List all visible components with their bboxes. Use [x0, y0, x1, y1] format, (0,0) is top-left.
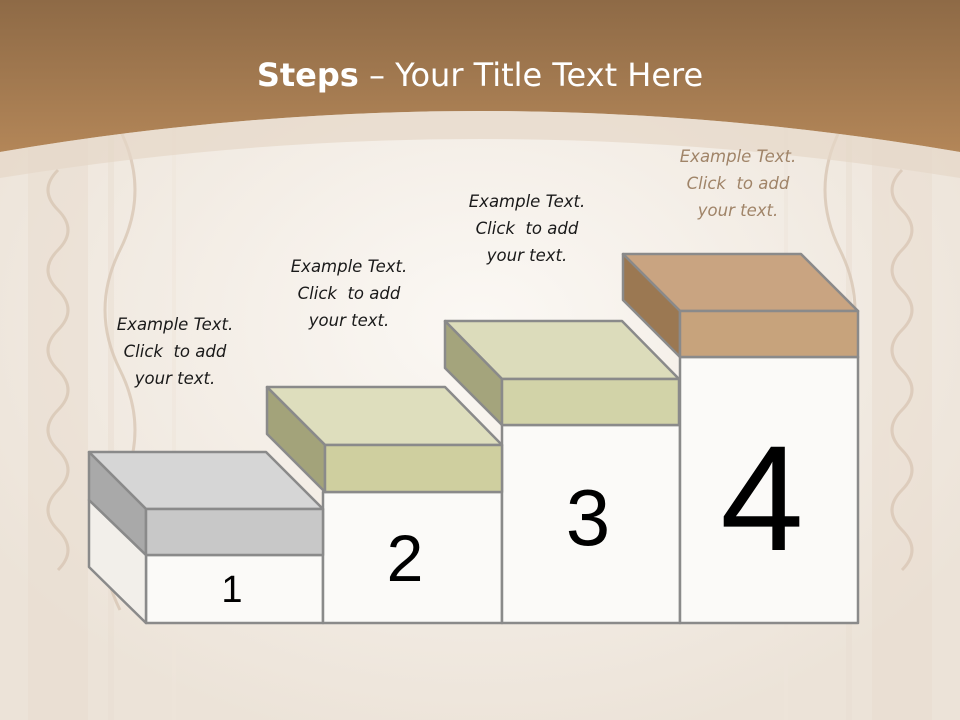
step-1-number: 1	[221, 569, 243, 611]
step-4-number: 4	[720, 414, 804, 582]
header-band	[0, 0, 960, 152]
step-3-caption[interactable]: Example Text. Click to add your text.	[468, 192, 586, 265]
step-4-block-front	[678, 309, 860, 359]
step-2-caption[interactable]: Example Text. Click to add your text.	[290, 257, 408, 330]
title-text: – Your Title Text Here	[358, 56, 704, 94]
step-1-caption[interactable]: Example Text. Click to add your text.	[116, 315, 234, 388]
step-1-block-front	[144, 507, 325, 557]
title-bold: Steps	[256, 56, 359, 94]
steps-diagram	[87, 252, 860, 625]
slide-title[interactable]: Steps – Your Title Text Here	[0, 54, 960, 96]
step-2-block-front	[323, 443, 504, 494]
step-3-block-front	[500, 377, 681, 427]
step-3-number: 3	[565, 473, 611, 562]
step-2-number: 2	[386, 521, 424, 595]
step-4-caption[interactable]: Example Text. Click to add your text.	[679, 147, 797, 220]
